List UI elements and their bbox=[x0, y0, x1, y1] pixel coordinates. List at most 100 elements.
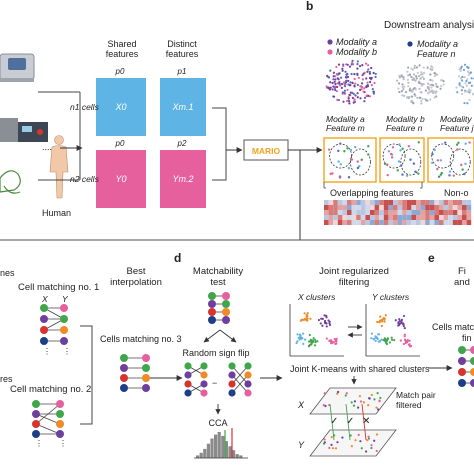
umap-dot bbox=[332, 71, 336, 74]
cluster-dot bbox=[321, 317, 324, 320]
feature-dot bbox=[347, 176, 351, 179]
heatmap-cell bbox=[448, 210, 453, 215]
heatmap-cell bbox=[337, 200, 343, 205]
umap-dot bbox=[401, 94, 404, 97]
umap-dot bbox=[460, 65, 463, 68]
umap-dot bbox=[419, 77, 422, 80]
heatmap-cell bbox=[342, 215, 347, 220]
umap-dot bbox=[350, 63, 353, 66]
arrow-flip-right bbox=[219, 329, 237, 343]
umap-dot bbox=[337, 78, 340, 81]
heatmap-cell bbox=[365, 220, 370, 225]
y-node bbox=[142, 374, 150, 382]
matchability-1: Matchability bbox=[193, 266, 243, 277]
heatmap-cell bbox=[393, 215, 398, 220]
plane-dot bbox=[334, 447, 338, 450]
nonoverlap-label: Non-o bbox=[444, 188, 469, 198]
y-node bbox=[470, 368, 474, 376]
heatmap-cell bbox=[452, 215, 458, 220]
cluster-dot bbox=[314, 341, 317, 344]
umap-dot bbox=[465, 79, 468, 83]
umap-dot bbox=[336, 85, 339, 89]
umap-dot bbox=[335, 65, 338, 69]
umap-dot bbox=[415, 77, 418, 80]
feature-dot bbox=[367, 153, 370, 156]
heatmap-cell bbox=[420, 210, 426, 215]
cluster-dot bbox=[403, 338, 407, 341]
umap-dot bbox=[427, 88, 431, 91]
cluster-dot bbox=[384, 314, 387, 317]
n2-label: n2 cells bbox=[70, 174, 100, 184]
heatmap-cell bbox=[328, 210, 334, 215]
feature-dot bbox=[439, 173, 443, 176]
flip-minus: − bbox=[212, 378, 217, 388]
cluster-dot bbox=[390, 338, 394, 341]
feature-dot bbox=[455, 143, 459, 146]
umap-dot bbox=[440, 84, 443, 87]
heatmap-cell bbox=[439, 215, 444, 220]
umap-dot bbox=[370, 84, 373, 87]
feature-dot bbox=[354, 145, 357, 149]
umap-dot bbox=[351, 81, 354, 85]
heatmap-cell bbox=[402, 200, 407, 205]
plane-dot bbox=[337, 390, 340, 394]
umap-dot bbox=[412, 77, 415, 80]
feature-dot bbox=[327, 148, 331, 151]
umap-dot bbox=[359, 85, 362, 88]
heatmap-cell bbox=[457, 220, 462, 225]
panel-b-letter: b bbox=[306, 0, 313, 13]
umap-dot bbox=[362, 90, 365, 93]
umap-dot bbox=[361, 64, 364, 67]
umap-dot bbox=[340, 82, 344, 86]
x-node bbox=[32, 400, 40, 408]
heatmap-cell bbox=[347, 210, 352, 215]
cluster-dot bbox=[380, 338, 383, 341]
heatmap-cell bbox=[397, 210, 403, 215]
heatmap-cell bbox=[439, 210, 444, 215]
cluster-dot bbox=[378, 340, 382, 343]
x-node bbox=[458, 346, 466, 354]
umap-dot bbox=[398, 90, 401, 94]
cluster-dot bbox=[380, 324, 383, 328]
umap-dot bbox=[429, 78, 432, 82]
umap-dot bbox=[356, 72, 359, 75]
umap-dot bbox=[404, 90, 408, 94]
cluster-dot bbox=[306, 317, 309, 320]
umap-dot bbox=[344, 70, 347, 73]
umap-dot bbox=[406, 95, 410, 98]
heatmap-cell bbox=[388, 200, 393, 205]
flip-edge bbox=[231, 365, 249, 385]
umap-dot bbox=[420, 82, 423, 85]
umap-dot bbox=[368, 76, 372, 80]
cluster-dot bbox=[332, 340, 335, 344]
umap-dot bbox=[367, 64, 370, 67]
plane bbox=[309, 387, 397, 415]
umap-dot bbox=[419, 96, 422, 99]
feature-dot bbox=[439, 159, 442, 162]
umap-dot bbox=[422, 83, 425, 86]
umap-dot bbox=[459, 69, 462, 73]
heatmap-cell bbox=[324, 220, 329, 225]
cluster-dot bbox=[374, 335, 377, 338]
umap-dot bbox=[329, 81, 332, 84]
heatmap-cell bbox=[406, 205, 412, 210]
heatmap-cell bbox=[411, 210, 416, 215]
umap-dot bbox=[335, 89, 338, 93]
heatmap-cell bbox=[333, 210, 338, 215]
umap-dot bbox=[348, 102, 351, 105]
umap-dot bbox=[353, 84, 356, 87]
plane-link bbox=[329, 403, 335, 441]
panel-a: .... Human Shared features Distinct feat… bbox=[0, 39, 323, 240]
cluster-outline bbox=[431, 143, 455, 169]
umap-dot bbox=[427, 82, 430, 85]
umap-dot bbox=[407, 81, 410, 84]
feature-dot bbox=[457, 141, 460, 144]
match-pair-1: Match pair bbox=[396, 390, 436, 400]
human-icon bbox=[49, 135, 69, 199]
umap-dot bbox=[363, 100, 366, 103]
sequencer-icon bbox=[0, 53, 35, 82]
ym2-block bbox=[160, 150, 206, 208]
shared-header-1: Shared bbox=[107, 39, 136, 49]
heatmap-cell bbox=[374, 215, 380, 220]
umap-dot bbox=[468, 91, 471, 94]
